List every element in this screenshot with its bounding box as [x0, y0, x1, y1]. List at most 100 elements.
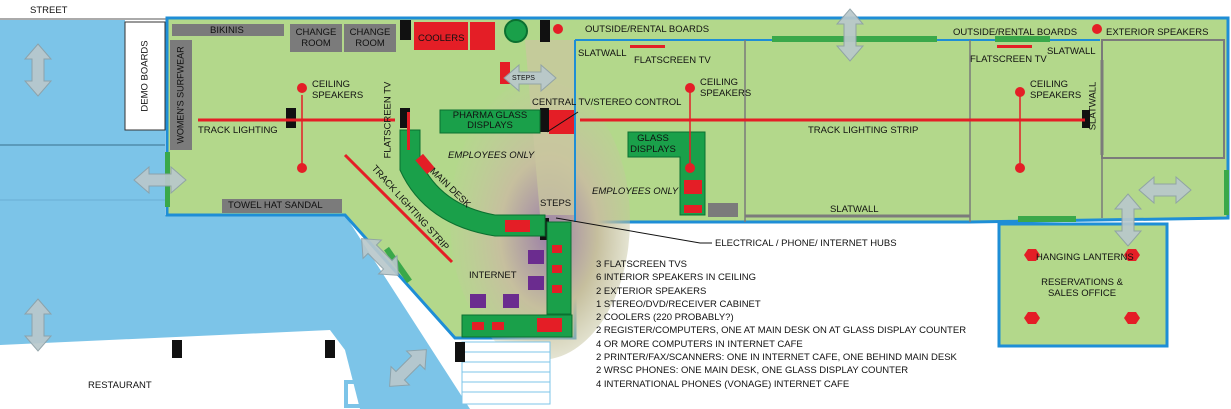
pillar-black-10	[1082, 110, 1090, 128]
ceiling-speakers-label-1: CEILING SPEAKERS	[312, 79, 364, 101]
employees-only-label-1: EMPLOYEES ONLY	[448, 150, 535, 161]
glass-phone	[684, 205, 702, 213]
cafe-printer	[537, 318, 562, 332]
doorway-right	[1224, 170, 1229, 215]
ceiling-speaker-2	[297, 163, 307, 173]
pillar-black-8	[325, 340, 335, 358]
equipment-item: 6 INTERIOR SPEAKERS IN CEILING	[596, 272, 756, 284]
equipment-item: 2 PRINTER/FAX/SCANNERS: ONE IN INTERNET …	[596, 352, 957, 364]
electrical-hubs-label: ELECTRICAL / PHONE/ INTERNET HUBS	[715, 238, 897, 249]
dock-square	[344, 380, 378, 408]
cafe-phone-1	[552, 245, 562, 253]
pharma-glass-displays-label: PHARMA GLASS DISPLAYS	[452, 110, 528, 131]
glass-register	[684, 180, 702, 194]
desk-printer	[505, 220, 530, 232]
flatscreen-tv-1	[630, 45, 665, 48]
pillar-black-3	[286, 108, 296, 128]
equipment-item: 4 OR MORE COMPUTERS IN INTERNET CAFE	[596, 338, 803, 350]
pillar-black-9	[455, 342, 465, 362]
demo-boards-box	[124, 21, 166, 131]
track-lighting-strip-label-2: TRACK LIGHTING STRIP	[808, 125, 919, 136]
hub-pointer	[555, 217, 712, 244]
ceiling-speakers-label-2: CEILING SPEAKERS	[700, 77, 752, 99]
track-lighting-diag	[343, 153, 454, 264]
pillar-black-1	[400, 20, 411, 40]
pillar-black-5	[540, 108, 549, 132]
reservations-office	[997, 222, 1169, 348]
steps-label-1: STEPS	[512, 75, 535, 82]
towel-shelf	[222, 199, 342, 213]
street-label: STREET	[30, 5, 68, 16]
cafe-phone-4	[472, 322, 484, 330]
slatwall-label-2: SLATWALL	[1047, 46, 1096, 57]
slatwall-label-3: SLATWALL	[830, 204, 879, 215]
ceiling-speaker-5	[1015, 87, 1025, 97]
change-room-label-2: CHANGE ROOM	[349, 27, 391, 49]
doorway-top-2	[995, 36, 1050, 42]
equipment-item: 3 FLATSCREEN TVS	[596, 259, 687, 270]
exterior-speaker-1	[553, 24, 563, 34]
outside-rental-label-1: OUTSIDE/RENTAL BOARDS	[585, 24, 710, 35]
glass-displays-counter	[627, 131, 706, 216]
lantern-2	[1124, 249, 1140, 261]
cooler-small	[500, 62, 510, 84]
exterior-speakers-label: EXTERIOR SPEAKERS	[1106, 27, 1209, 38]
pharma-displays	[439, 109, 541, 134]
flatscreen-tv-3	[407, 112, 410, 150]
ceiling-speaker-1	[297, 83, 307, 93]
central-tv-pointer	[546, 111, 579, 133]
cafe-phone-2	[552, 265, 562, 273]
demo-boards-label: DEMO BOARDS	[139, 40, 151, 112]
ceiling-speaker-3	[685, 83, 695, 93]
bikinis-shelf	[172, 24, 284, 36]
flatscreen-tv-label-1: FLATSCREEN TV	[382, 81, 394, 159]
coolers-unit-2	[470, 22, 495, 50]
equipment-item: 2 WRSC PHONES: ONE MAIN DESK, ONE GLASS …	[596, 365, 909, 377]
lantern-4	[1124, 312, 1140, 324]
computer-2	[528, 276, 544, 290]
computer-1	[528, 250, 544, 264]
desk-register	[415, 153, 435, 175]
glass-displays-label: GLASS DISPLAYS	[630, 133, 676, 155]
plant-circle	[504, 19, 528, 43]
pillar-black-2	[540, 20, 550, 42]
central-tv-label: CENTRAL TV/STEREO CONTROL	[532, 97, 682, 108]
computer-3	[470, 294, 486, 308]
outside-rental-label-2: OUTSIDE/RENTAL BOARDS	[953, 27, 1078, 38]
lower-steps	[461, 341, 551, 405]
lantern-1	[1024, 249, 1040, 261]
water-area	[0, 20, 470, 409]
pillar-black-7	[172, 340, 182, 358]
hanging-lanterns-label: HANGING LANTERNS	[1036, 252, 1134, 263]
ceiling-speakers-label-3: CEILING SPEAKERS	[1030, 79, 1082, 101]
equipment-item: 4 INTERNATIONAL PHONES (VONAGE) INTERNET…	[596, 378, 850, 390]
small-shelf	[708, 203, 738, 217]
lantern-3	[1024, 312, 1040, 324]
slatwall-label-4: SLATWALL	[1087, 81, 1099, 131]
equipment-item: 2 REGISTER/COMPUTERS, ONE AT MAIN DESK O…	[596, 325, 967, 337]
pillar-black-4	[400, 108, 410, 128]
restaurant-label: RESTAURANT	[88, 380, 152, 391]
cafe-phone-3	[552, 285, 562, 293]
cafe-phone-5	[492, 322, 504, 330]
employees-only-label-2: EMPLOYEES ONLY	[592, 186, 679, 197]
steps-label-2: STEPS	[540, 198, 572, 209]
main-desk	[399, 129, 546, 237]
slatwall-label-1: SLATWALL	[578, 48, 627, 59]
computer-4	[503, 294, 519, 308]
bikinis-label: BIKINIS	[210, 25, 244, 36]
flatscreen-tv-label-3: FLATSCREEN TV	[970, 54, 1047, 65]
equipment-item: 2 EXTERIOR SPEAKERS	[596, 285, 707, 297]
ceiling-speaker-4	[685, 163, 695, 173]
exterior-speaker-2	[1092, 24, 1102, 34]
womens-surfwear-label: WOMEN'S SURFWEAR	[175, 46, 186, 144]
coolers-label: COOLERS	[418, 33, 465, 44]
flatscreen-tv-label-2: FLATSCREEN TV	[634, 55, 711, 66]
coolers-unit-1	[414, 22, 468, 50]
doorway-bottom	[1018, 216, 1076, 222]
track-lighting-label: TRACK LIGHTING	[198, 125, 278, 136]
equipment-list: 3 FLATSCREEN TVS 6 INTERIOR SPEAKERS IN …	[596, 258, 966, 391]
flatscreen-tv-2	[997, 45, 1032, 48]
ceiling-speaker-6	[1015, 163, 1025, 173]
womens-shelf	[170, 40, 192, 150]
